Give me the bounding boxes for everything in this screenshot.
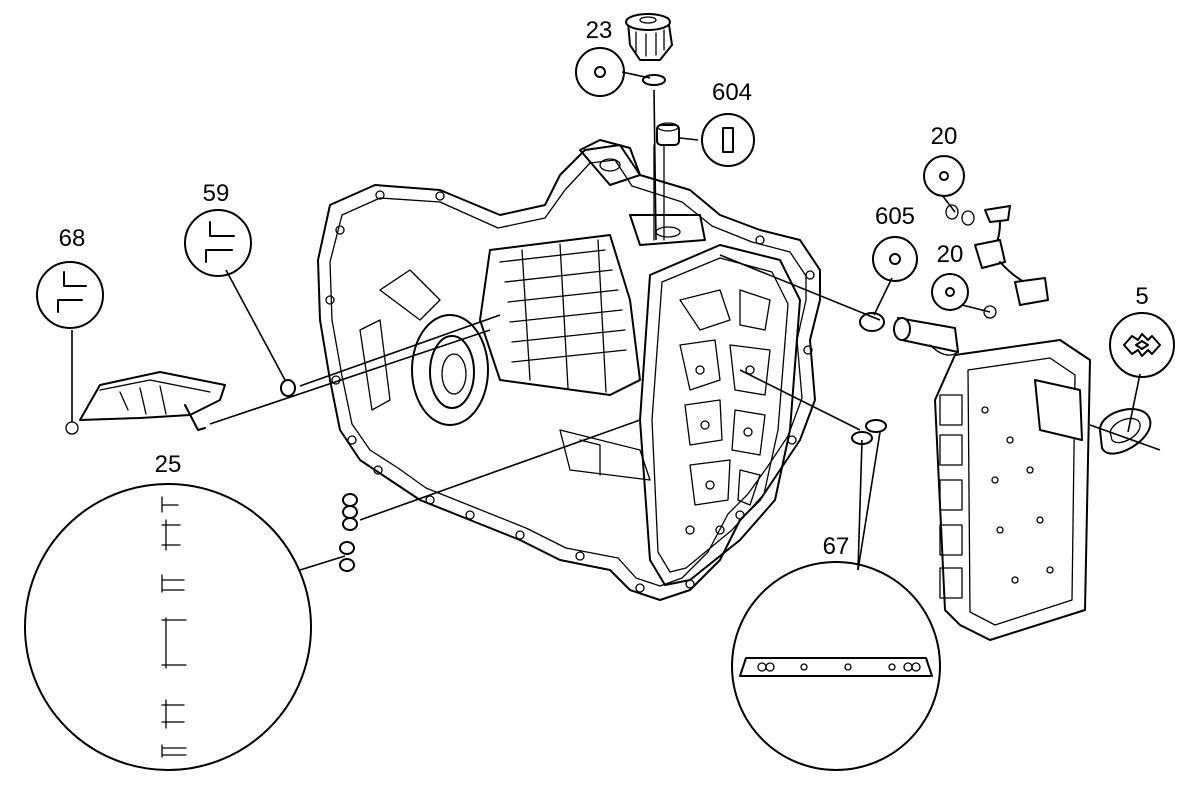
valve-body-passages	[679, 289, 771, 535]
module-solenoids	[939, 394, 1054, 599]
callout-label-20-lower: 20	[937, 241, 964, 268]
leader-lines	[71, 71, 1161, 571]
case-bolt-holes	[325, 190, 815, 593]
callout-label-604: 604	[712, 79, 752, 106]
callout-label-25: 25	[155, 451, 182, 478]
callout-59: 59	[184, 180, 252, 277]
transmission-control-module	[934, 339, 1152, 641]
callout-label-5: 5	[1135, 283, 1148, 310]
callout-67-detail: 67	[731, 533, 941, 771]
callout-20-upper: 20	[923, 123, 965, 197]
wire-harness-connectors	[945, 204, 1049, 319]
callout-25-detail: 25	[24, 451, 312, 771]
callout-label-20-upper: 20	[931, 123, 958, 150]
callout-label-68: 68	[59, 225, 86, 252]
callout-label-605: 605	[875, 203, 915, 230]
spring-clip-stack-icon	[161, 496, 187, 758]
valve-body	[639, 244, 801, 586]
transmission-case	[317, 139, 821, 601]
callout-605: 605	[872, 203, 918, 282]
callout-5: 5	[1109, 283, 1175, 378]
washer-icon	[594, 66, 606, 78]
case-internal-ribs	[479, 234, 641, 396]
callout-20-lower: 20	[931, 241, 969, 311]
callout-68: 68	[36, 225, 104, 329]
washer-icon	[889, 253, 901, 265]
callout-label-23: 23	[586, 17, 613, 44]
double-angle-seal-icon	[205, 221, 235, 263]
callout-label-59: 59	[203, 180, 230, 207]
vent-cap-part	[625, 13, 680, 241]
callout-604: 604	[701, 79, 755, 167]
seal-strip-icon	[739, 657, 933, 677]
rectangle-seal-icon	[722, 127, 734, 153]
servo-piston-part	[859, 312, 959, 356]
callout-23: 23	[575, 17, 625, 97]
washer-icon	[945, 287, 955, 297]
shift-sensor-part	[65, 371, 226, 435]
callout-label-67: 67	[823, 533, 850, 560]
connector-seal-icon	[1123, 333, 1161, 357]
washer-icon	[939, 171, 949, 181]
small-seals	[280, 379, 887, 572]
double-angle-seal-icon	[57, 271, 87, 313]
